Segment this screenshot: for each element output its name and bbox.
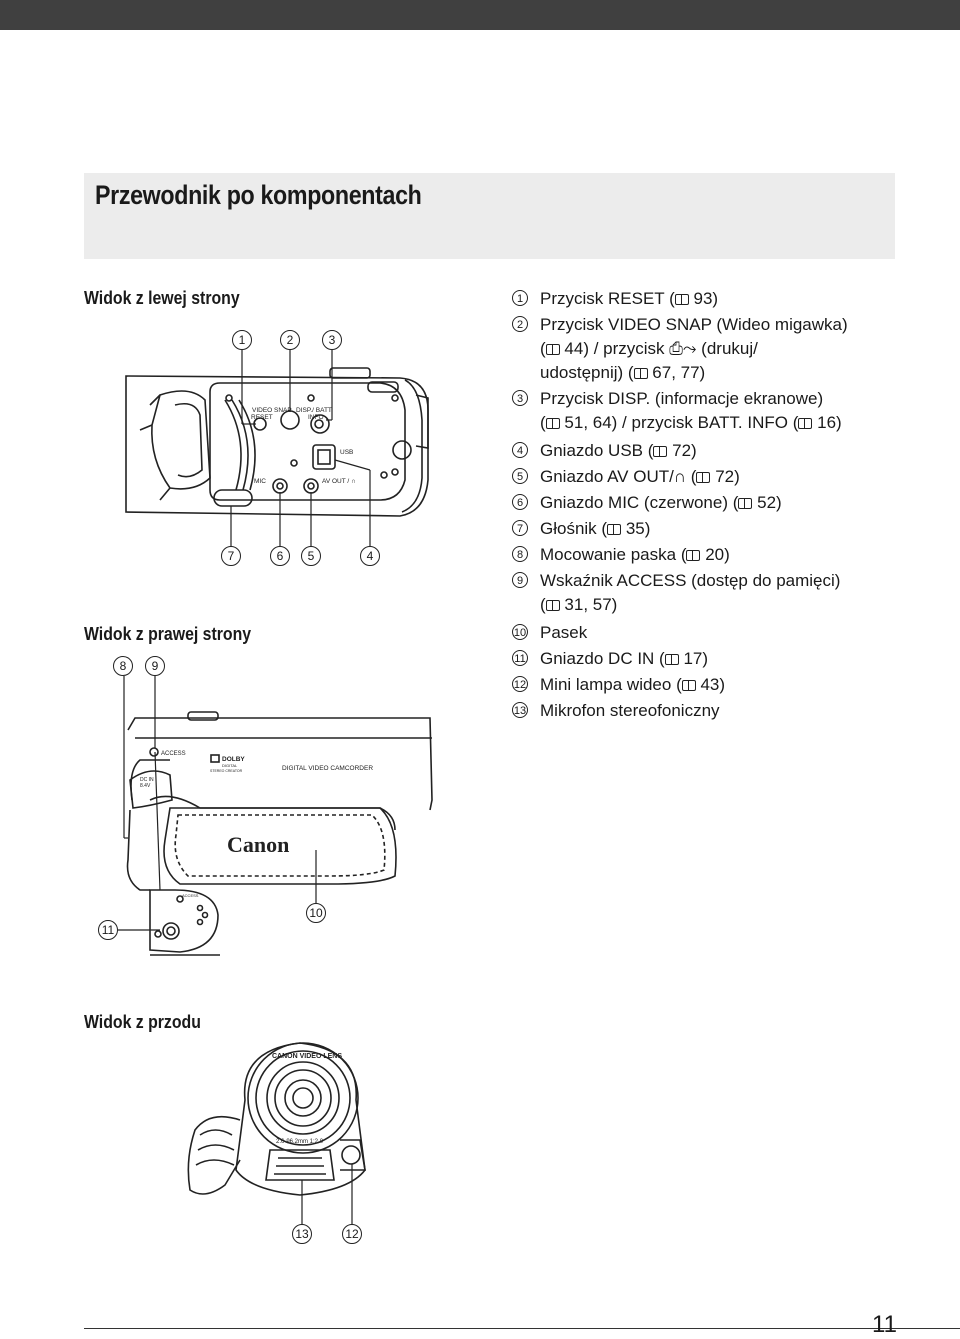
book-icon [696, 472, 711, 483]
legend-number: 5 [512, 468, 528, 484]
section-left-view: Widok z lewej strony [84, 288, 240, 308]
callout-7: 7 [221, 546, 241, 566]
callout-8: 8 [113, 656, 133, 676]
label-dolby-stereo: STEREO CREATOR [210, 769, 243, 773]
legend-number: 12 [512, 676, 528, 692]
book-icon [686, 550, 701, 561]
legend-text: Mocowanie paska ( 20) [540, 545, 730, 564]
legend-text: Gniazdo MIC (czerwone) ( 52) [540, 493, 782, 512]
label-video-snap: VIDEO SNAP [252, 407, 292, 414]
label-disp-batt: DISP./ BATT. [296, 407, 333, 414]
legend-text: Głośnik ( 35) [540, 519, 651, 538]
label-dc-in: DC IN [140, 777, 154, 783]
legend-text-cont: ( 51, 64) / przycisk BATT. INFO ( 16) [540, 413, 842, 432]
section-front-view: Widok z przodu [84, 1012, 201, 1032]
callout-12: 12 [342, 1224, 362, 1244]
legend-text: Gniazdo DC IN ( 17) [540, 649, 709, 668]
legend-text: Gniazdo USB ( 72) [540, 441, 697, 460]
legend-number: 13 [512, 702, 528, 718]
canon-logo: Canon [227, 832, 289, 857]
callout-3: 3 [322, 330, 342, 350]
legend-number: 10 [512, 624, 528, 640]
callout-10: 10 [306, 903, 326, 923]
book-icon [545, 600, 560, 611]
book-icon [545, 344, 560, 355]
callout-13: 13 [292, 1224, 312, 1244]
callout-6: 6 [270, 546, 290, 566]
legend-text-cont: ( 44) / przycisk ⎙⤳ (drukuj/ [540, 339, 758, 358]
book-icon [674, 294, 689, 305]
legend-text: Mini lampa wideo ( 43) [540, 675, 726, 694]
legend-text: Pasek [540, 623, 588, 642]
book-icon [545, 418, 560, 429]
legend-number: 9 [512, 572, 528, 588]
footer-rule [84, 1328, 960, 1329]
book-icon [681, 680, 696, 691]
legend-number: 8 [512, 546, 528, 562]
label-usb: USB [340, 449, 353, 456]
callout-11: 11 [98, 920, 118, 940]
legend-text: Przycisk RESET ( 93) [540, 289, 719, 308]
book-icon [798, 418, 813, 429]
callout-5: 5 [301, 546, 321, 566]
label-info: INFO [308, 414, 324, 421]
label-digital-video-camcorder: DIGITAL VIDEO CAMCORDER [282, 765, 373, 772]
label-lens-bottom: 2.6-96.2mm 1:2.0 [276, 1139, 324, 1145]
book-icon [633, 368, 648, 379]
page-number: 11 [872, 1311, 897, 1338]
legend-number: 6 [512, 494, 528, 510]
label-access-small: ACCESS [182, 893, 199, 898]
book-icon [607, 524, 622, 535]
callout-2: 2 [280, 330, 300, 350]
legend-text-cont: ( 31, 57) [540, 595, 618, 614]
label-dolby: DOLBY [222, 756, 245, 763]
page-title: Przewodnik po komponentach [95, 180, 422, 210]
title-box: Przewodnik po komponentach [84, 173, 895, 259]
legend-number: 4 [512, 442, 528, 458]
legend-text: Przycisk DISP. (informacje ekranowe) [540, 389, 824, 408]
legend-number: 1 [512, 290, 528, 306]
callout-4: 4 [360, 546, 380, 566]
label-dolby-digital: DIGITAL [222, 763, 238, 768]
legend-text: Gniazdo AV OUT/∩ ( 72) [540, 467, 740, 486]
legend-text: Przycisk VIDEO SNAP (Wideo migawka) [540, 315, 848, 334]
book-icon [653, 446, 668, 457]
callout-1: 1 [232, 330, 252, 350]
section-right-view: Widok z prawej strony [84, 624, 252, 644]
legend-number: 3 [512, 390, 528, 406]
label-reset: RESET [251, 414, 273, 421]
label-mic: MIC [254, 478, 266, 485]
callout-9: 9 [145, 656, 165, 676]
legend-number: 2 [512, 316, 528, 332]
legend-text-cont: udostępnij) ( 67, 77) [540, 363, 706, 382]
label-access: ACCESS [161, 751, 186, 757]
book-icon [738, 498, 753, 509]
legend-text: Wskaźnik ACCESS (dostęp do pamięci) [540, 571, 841, 590]
label-lens-top: CANON VIDEO LENS [272, 1053, 342, 1060]
top-bar [0, 0, 960, 30]
label-av-out: AV OUT / ∩ [322, 478, 356, 485]
legend-number: 11 [512, 650, 528, 666]
book-icon [664, 654, 679, 665]
label-dc-volt: 8.4V [140, 783, 151, 789]
legend-text: Mikrofon stereofoniczny [540, 701, 720, 720]
legend-number: 7 [512, 520, 528, 536]
